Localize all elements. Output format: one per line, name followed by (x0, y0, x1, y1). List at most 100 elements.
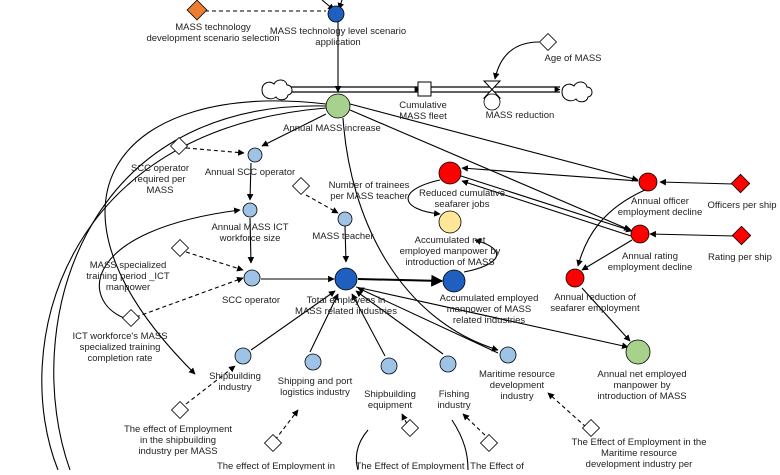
shipping-port-node (304, 353, 322, 371)
total-employees-node (334, 267, 358, 291)
label-line: development (490, 380, 545, 391)
label-line: MASS technology (175, 22, 251, 33)
label-line: Rating per ship (708, 252, 772, 263)
label-age: Age of MASS (544, 53, 601, 64)
label-line: MASS technology level scenario (270, 26, 406, 37)
label-line: Number of trainees (329, 180, 410, 191)
accum-net-node (438, 210, 462, 234)
sink-cloud-icon (561, 81, 593, 103)
effect-bottom-left-diamond (263, 433, 283, 453)
link-officersper-officer (659, 178, 734, 186)
label-line: Maritime resource (479, 369, 555, 380)
officers-per-ship-diamond (730, 173, 751, 194)
annual-scc-node (247, 147, 263, 163)
effect-bottom-right-diamond (479, 433, 499, 453)
annual-net-node (625, 339, 651, 365)
label-line: Annual net employed (597, 369, 686, 380)
label-line: specialized training (80, 342, 161, 353)
link-ict-sccop (247, 217, 255, 264)
link-rating-reduction (581, 239, 633, 271)
link-maritime-total (357, 287, 499, 354)
label-line: related industries (453, 315, 526, 326)
link-effect-shipping (274, 409, 299, 441)
link-period-sccop (185, 251, 244, 272)
link-shipping-total (309, 293, 339, 353)
label-line: ICT workforce's MASS (72, 331, 167, 342)
tech-selection-diamond (186, 0, 208, 21)
officer-decline-node (638, 172, 658, 192)
link-ratingper-rating (649, 230, 735, 238)
shipbuilding-equipment-node (380, 357, 398, 375)
label-line: manpower by (613, 380, 670, 391)
label-line: workforce size (219, 233, 281, 244)
label-line: completion rate (88, 353, 153, 364)
link-age-reduction (492, 41, 540, 80)
label-line: industry per MASS (138, 446, 217, 457)
link-officer-reduced (461, 165, 639, 182)
label-line: The effect of Employment in (217, 461, 335, 470)
tech-application-node (327, 5, 345, 23)
link-required-scc (185, 147, 245, 156)
label-line: required per (134, 174, 185, 185)
label-line: seafarer jobs (435, 199, 490, 210)
link-increase-maritime (342, 117, 499, 352)
label-line: Annual SCC operator (205, 167, 295, 178)
label-line: development scenario selection (146, 33, 279, 44)
label-line: manpower of MASS (447, 304, 531, 315)
label-line: Shipbuilding (209, 371, 261, 382)
scc-operator-node (243, 269, 261, 287)
age-diamond (538, 32, 558, 52)
label-line: manpower (106, 282, 150, 293)
scc-required-diamond (169, 136, 189, 156)
link-increase-officer (349, 103, 639, 182)
label-line: The Effect of Employment in the (571, 437, 706, 448)
label-line: Officers per ship (708, 200, 777, 211)
label-line: in the shipbuilding (140, 435, 216, 446)
link-reduced-net (407, 179, 441, 217)
label-line: MASS teacher (312, 231, 373, 242)
effect-bottom-mid-diamond (400, 418, 420, 438)
nodes (121, 0, 752, 453)
label-line: employment decline (618, 207, 703, 218)
label-line: MASS related industries (295, 306, 397, 317)
links (41, 0, 735, 471)
label-officers-per-ship: Officers per ship (708, 200, 777, 211)
label-line: seafarer employment (550, 303, 640, 314)
label-line: Total employees in (307, 295, 386, 306)
source-cloud-icon (261, 79, 293, 101)
label-line: SCC operator (131, 163, 189, 174)
label-line: MASS specialized (90, 260, 167, 271)
link-effect-maritime (547, 392, 587, 428)
label-line: employed manpower by (400, 246, 501, 257)
label-line: Reduced cumulative (419, 188, 505, 199)
annual-increase-node (325, 93, 351, 119)
label-line: employment decline (608, 262, 693, 273)
label-line: industry (437, 400, 471, 411)
label-rating-per-ship: Rating per ship (708, 252, 772, 263)
label-line: MASS reduction (486, 110, 555, 121)
inflow-pipe (283, 86, 418, 93)
effect-maritime-diamond (581, 418, 601, 438)
label-line: introduction of MASS (597, 391, 686, 402)
link-officer-reduction (576, 189, 646, 267)
ict-completion-diamond (121, 308, 141, 328)
label-line: application (315, 37, 360, 48)
link-trainees-teacher (305, 194, 339, 214)
link-effect-fishing (462, 413, 491, 441)
label-line: Annual reduction of (554, 292, 636, 303)
trainees-diamond (291, 176, 311, 196)
link-total-accum (357, 274, 444, 287)
